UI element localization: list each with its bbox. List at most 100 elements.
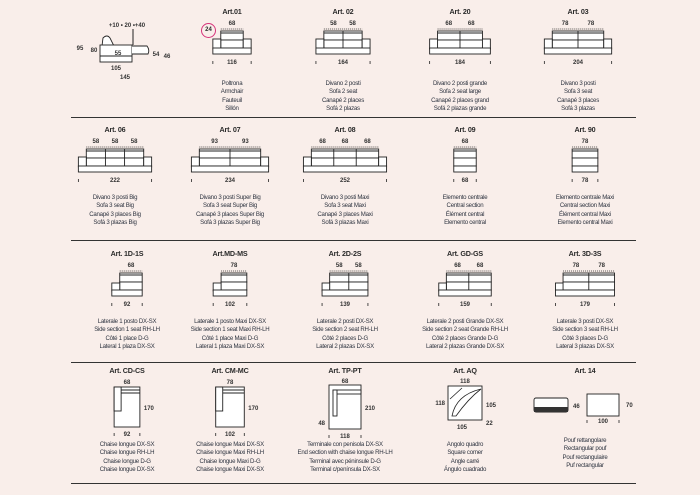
pouf-height-label: 46: [573, 404, 580, 410]
total-width-label: 78: [582, 178, 589, 184]
description-line: Sofa 2 seat large: [439, 88, 481, 96]
description-line: Chaise longue Maxi RH-LH: [196, 449, 264, 457]
corner-backrest-line: [449, 387, 463, 400]
seat-width-label: 68: [468, 21, 475, 27]
description-line: Puf rectangular: [566, 462, 604, 470]
backrest: [85, 148, 145, 159]
description-line: Chaise longue D-G: [103, 457, 151, 465]
seat-width-label: 78: [562, 21, 569, 27]
description-line: Divano 2 posti: [325, 80, 361, 87]
description-line: Divano 2 posti grande: [432, 80, 488, 87]
base: [190, 165, 270, 173]
description-line: Sofa 2 seat: [328, 88, 358, 96]
article-title: Art. 03: [567, 7, 589, 16]
seat-width-label: 68: [477, 263, 484, 269]
description-line: Canapé 3 places: [557, 96, 599, 104]
description-line: Chaise longue DX-SX: [99, 466, 155, 474]
total-width-label: 252: [340, 178, 351, 184]
description-line: Chaise longue RH-LH: [99, 449, 155, 457]
armrest-left: [429, 38, 439, 50]
description-line: Sillón: [225, 105, 239, 113]
description-line: Elemento centrale: [442, 194, 488, 201]
armrest-left: [212, 38, 222, 50]
total-width-label: 102: [225, 432, 236, 438]
arm: [332, 389, 338, 417]
total-width-label: 204: [573, 60, 584, 66]
seat-width-label: 78: [231, 263, 238, 269]
armrest-left: [302, 156, 312, 168]
description-line: Elemento centrale Maxi: [555, 194, 615, 201]
row-divider-3: [71, 362, 636, 363]
description-line: Élément central Maxi: [559, 210, 611, 218]
seat-width-label: 68: [454, 263, 461, 269]
base: [429, 47, 491, 55]
corner-seat-outline: [451, 388, 482, 417]
seat-width-label: 68: [342, 139, 349, 145]
row-divider-4: [71, 483, 636, 484]
description-line: Laterale 1 posto DX-SX: [97, 318, 157, 325]
total-width-label: 68: [462, 178, 469, 184]
total-width-label: 179: [580, 302, 591, 308]
description-line: Side section 2 seat RH-LH: [312, 326, 378, 334]
seat-width-label: 78: [588, 21, 595, 27]
description-line: Côté 2 places Grande D-G: [431, 334, 499, 342]
armrest-left: [190, 156, 200, 168]
depth-label: 210: [365, 406, 376, 412]
description-line: Elemento central Maxi: [557, 219, 613, 227]
seat-width-label: 58: [131, 139, 138, 145]
seat-cushion: [310, 157, 380, 167]
description-line: Chaise longue DX-SX: [99, 441, 155, 448]
article-title: Art. 2D-2S: [328, 249, 362, 258]
seat-cushion: [85, 157, 145, 167]
description-line: Central section Maxi: [559, 202, 611, 210]
description-line: Elemento central: [444, 219, 486, 227]
description-line: Lateral 2 plazas Grande DX-SX: [425, 343, 505, 351]
chaise-arm: [113, 386, 122, 412]
height-total-label: 95: [77, 46, 84, 52]
description-line: Sofá 3 plazas: [561, 105, 595, 113]
seat-width-label: 93: [242, 139, 249, 145]
description-line: Sofá 3 plazas Super Big: [200, 219, 260, 227]
total-width-label: 184: [455, 60, 466, 66]
article-title: Art. 09: [454, 125, 476, 134]
total-width-label: 222: [110, 178, 121, 184]
seat-cushion: [220, 281, 248, 291]
row-divider-2: [71, 240, 636, 241]
bottom-width-label: 105: [457, 425, 468, 431]
description-line: Terminale con penisola DX-SX: [307, 441, 383, 448]
description-line: Laterale 2 posti DX-SX: [316, 318, 374, 325]
total-width-label: 118: [340, 434, 350, 440]
description-line: Ángulo cuadrado: [443, 466, 487, 474]
side-profile-diagram: +10 • 20 •+40 95 80 55 54 46 105 145: [72, 18, 172, 81]
seat-width-label: 68: [124, 380, 131, 386]
description-line: Canapé 3 places Big: [89, 210, 141, 218]
description-line: Lateral 3 plazas DX-SX: [556, 343, 614, 351]
backrest: [220, 272, 248, 283]
description-line: Chaise longue Maxi DX-SX: [196, 441, 264, 448]
armrest-right: [361, 38, 371, 50]
description-line: Sofa 3 seat: [563, 88, 593, 96]
pouf-base: [534, 407, 568, 412]
description-line: Divano 3 posti Super Big: [199, 194, 261, 201]
total-width-label: 92: [124, 302, 131, 308]
backrest: [220, 30, 244, 41]
description-line: Rectangular pouf: [563, 445, 607, 453]
seat-height-label: 54: [153, 52, 160, 58]
